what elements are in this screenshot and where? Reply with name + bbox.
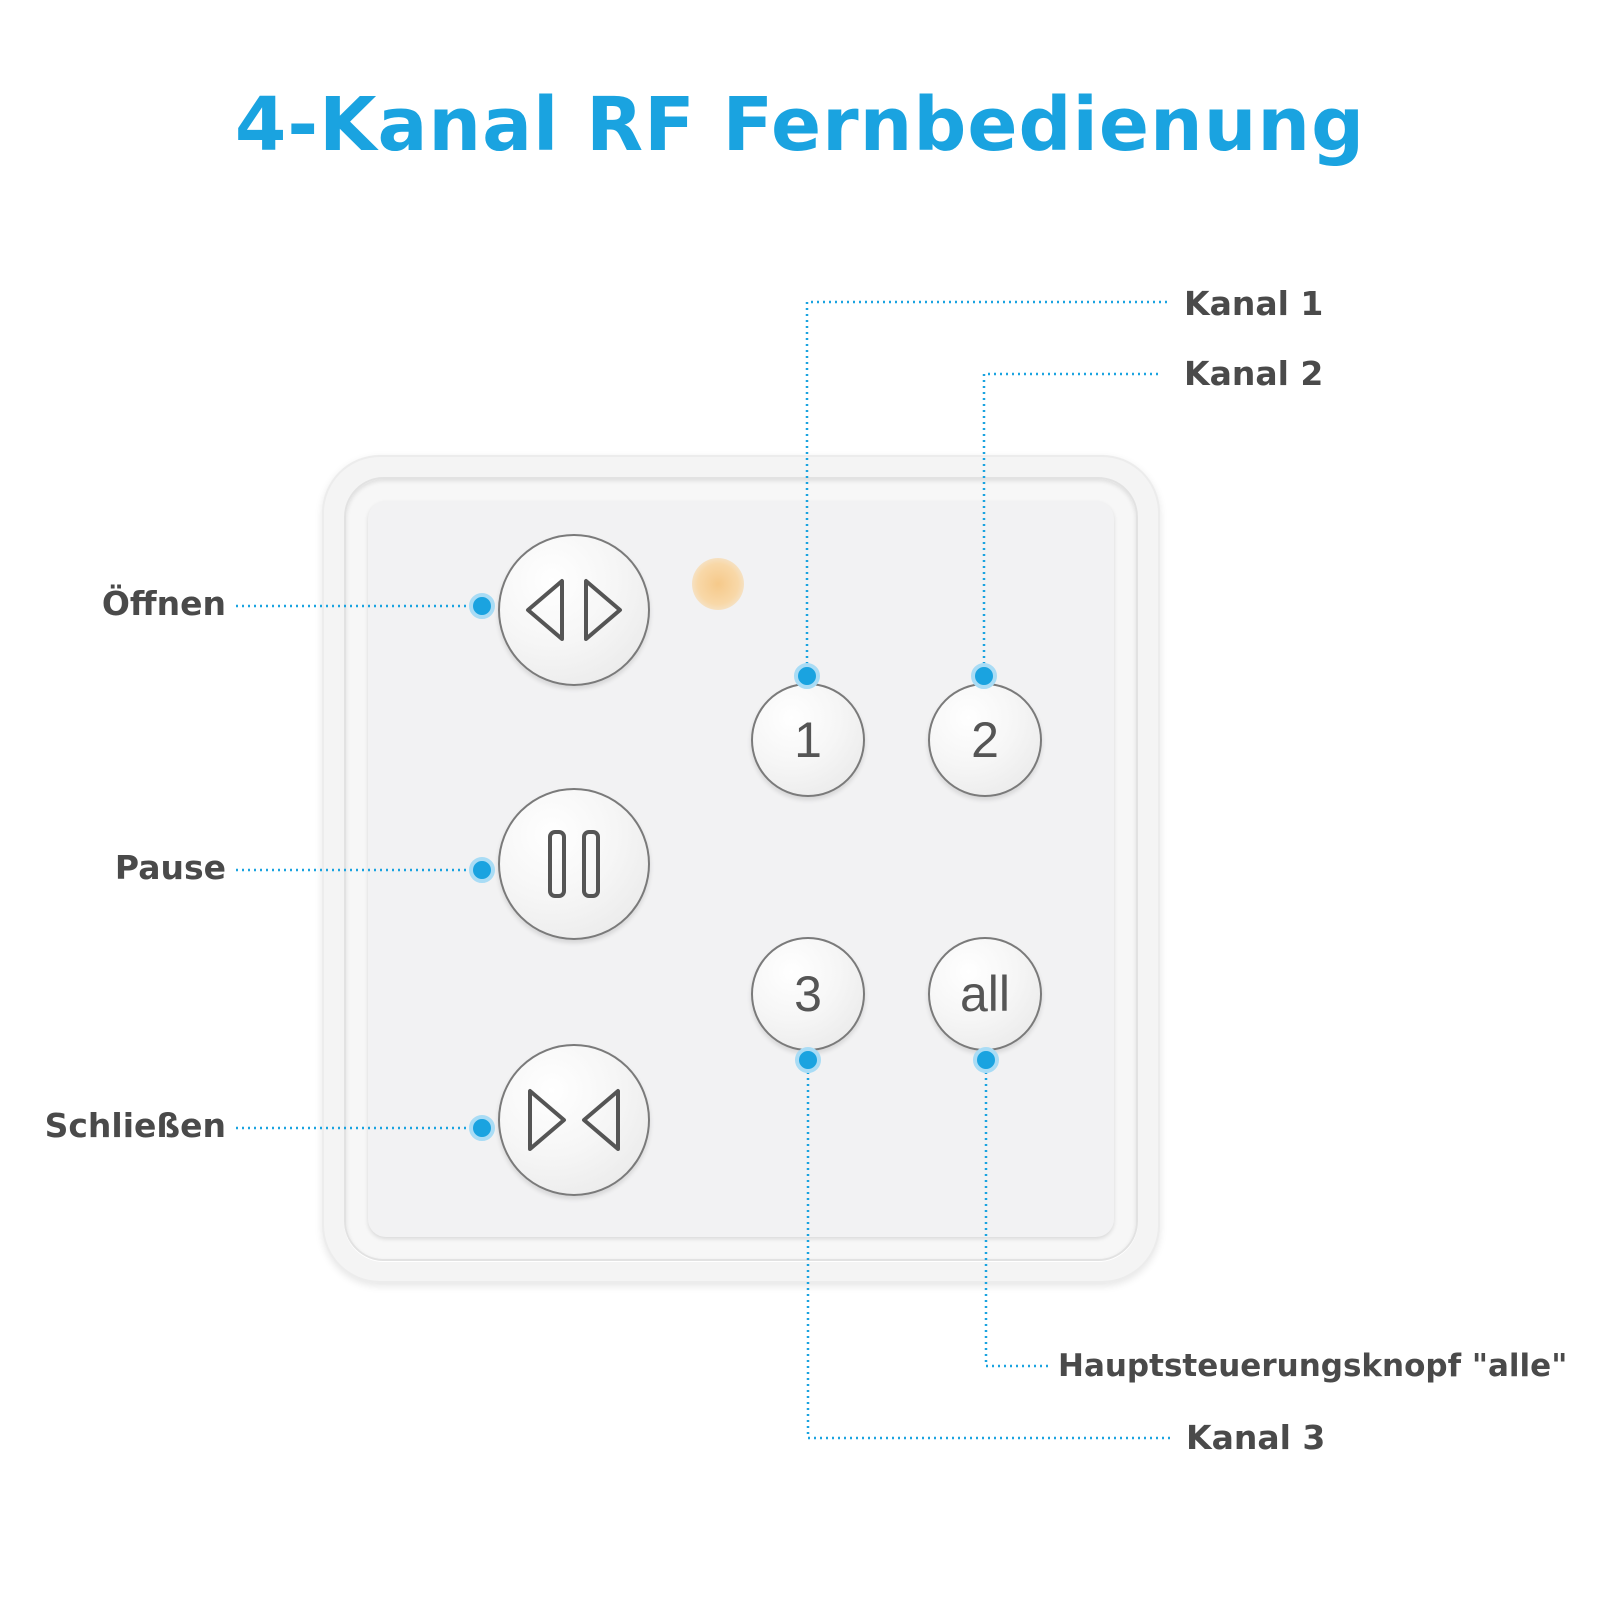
channel-1-label: Kanal 1 [1184, 284, 1324, 323]
channel-2-button[interactable]: 2 [928, 683, 1042, 797]
pause-callout-dot [469, 857, 495, 883]
all-channels-button-label: all [959, 966, 1011, 1022]
close-arrows-icon [528, 1089, 620, 1151]
open-button[interactable] [498, 534, 650, 686]
all-callout-dot [973, 1047, 999, 1073]
channel-2-callout-dot [971, 663, 997, 689]
status-led [692, 558, 744, 610]
pause-label: Pause [114, 848, 226, 887]
pause-icon [548, 830, 600, 898]
channel-2-button-label: 2 [971, 712, 999, 768]
channel-3-callout-line [806, 1060, 1172, 1440]
channel-1-callout-dot [794, 663, 820, 689]
channel-3-button[interactable]: 3 [751, 937, 865, 1051]
open-label: Öffnen [101, 584, 226, 623]
channel-2-label: Kanal 2 [1184, 354, 1324, 393]
open-callout-dot [469, 593, 495, 619]
close-callout-dot [469, 1115, 495, 1141]
all-callout-line [984, 1060, 1048, 1368]
all-label: Hauptsteuerungsknopf "alle" [1058, 1348, 1568, 1384]
pause-button[interactable] [498, 788, 650, 940]
open-arrows-icon [526, 579, 622, 641]
close-label: Schließen [44, 1106, 226, 1145]
channel-3-label: Kanal 3 [1186, 1418, 1326, 1457]
close-button[interactable] [498, 1044, 650, 1196]
page-title: 4-Kanal RF Fernbedienung [234, 82, 1366, 168]
channel-1-button[interactable]: 1 [751, 683, 865, 797]
channel-2-callout-line [982, 372, 1160, 676]
channel-3-callout-dot [795, 1047, 821, 1073]
all-channels-button[interactable]: all [928, 937, 1042, 1051]
channel-3-button-label: 3 [794, 966, 822, 1022]
channel-1-button-label: 1 [794, 712, 822, 768]
channel-1-callout-line [805, 300, 1168, 676]
